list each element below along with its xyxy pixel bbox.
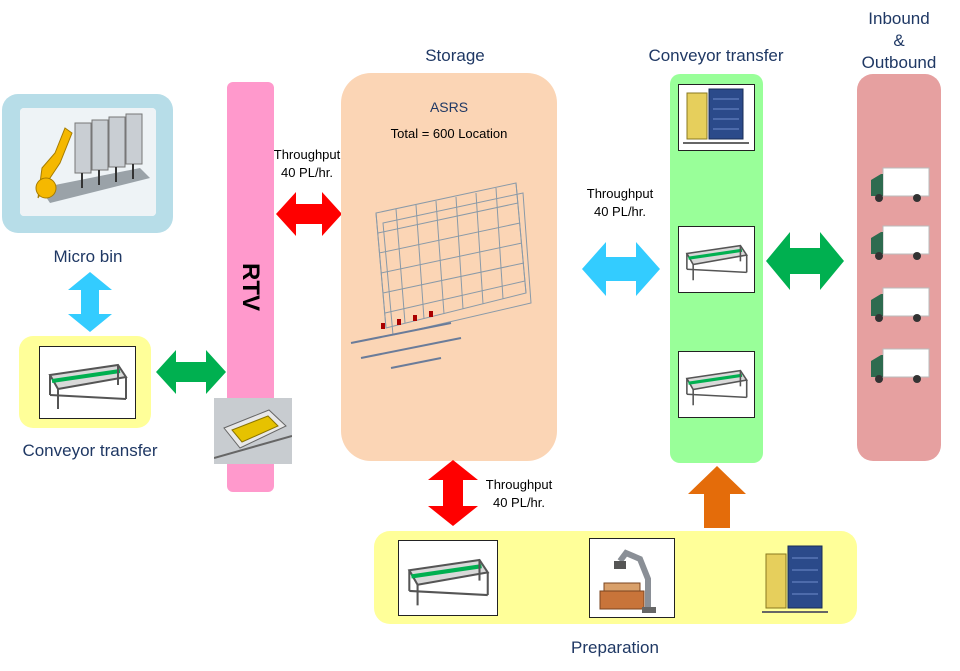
double-arrow-icon (276, 192, 342, 236)
robot-cell-image (20, 108, 156, 216)
rtv-vehicle-image (214, 398, 292, 464)
asrs-label: ASRS (429, 99, 469, 115)
conveyor-image (678, 351, 755, 418)
rtv-label: RTV (237, 263, 264, 311)
truck-icon (871, 167, 930, 202)
double-arrow-icon (582, 242, 660, 296)
conveyor-image (678, 226, 755, 293)
throughput-line1: Throughput (273, 147, 341, 162)
asrs-rack-image (350, 182, 532, 369)
inbound-label: Inbound (868, 9, 930, 28)
throughput-right-text: Throughput 40 PL/hr. (572, 185, 668, 221)
throughput-line1: Throughput (586, 186, 654, 201)
pallet-lift-image (758, 538, 832, 618)
preparation-panel (374, 531, 857, 624)
truck-icon (871, 225, 930, 260)
storage-panel: ASRS Total = 600 Location (341, 73, 557, 461)
throughput-rtv-text: Throughput 40 PL/hr. (262, 146, 352, 182)
double-arrow-icon (766, 232, 844, 290)
preparation-label: Preparation (571, 638, 659, 657)
conveyor-right-panel (670, 74, 763, 463)
pallet-lift-image (678, 84, 755, 151)
truck-icon (871, 348, 930, 383)
double-arrow-icon (428, 460, 478, 526)
micro-bin-label: Micro bin (53, 247, 123, 266)
micro-bin-panel (2, 94, 173, 233)
ampersand-label: & (893, 31, 905, 50)
double-arrow-icon (156, 350, 226, 394)
inbound-outbound-panel (857, 74, 941, 461)
truck-icon (871, 287, 930, 322)
conveyor-right-title: Conveyor transfer (648, 46, 784, 65)
palletizing-robot-image (589, 538, 675, 618)
up-arrow-icon (688, 466, 746, 528)
outbound-label: Outbound (861, 53, 937, 72)
throughput-bottom-text: Throughput 40 PL/hr. (474, 476, 564, 512)
conveyor-left-label: Conveyor transfer (22, 441, 158, 460)
double-arrow-icon (68, 272, 112, 332)
throughput-line2: 40 PL/hr. (492, 495, 546, 510)
throughput-line1: Throughput (485, 477, 553, 492)
throughput-line2: 40 PL/hr. (280, 165, 334, 180)
storage-title: Storage (425, 46, 485, 65)
conveyor-image (398, 540, 498, 616)
conveyor-left-panel (19, 336, 151, 428)
inbound-outbound-title: Inbound & Outbound (844, 8, 954, 74)
conveyor-image (39, 346, 136, 419)
asrs-total-label: Total = 600 Location (390, 126, 508, 141)
throughput-line2: 40 PL/hr. (593, 204, 647, 219)
